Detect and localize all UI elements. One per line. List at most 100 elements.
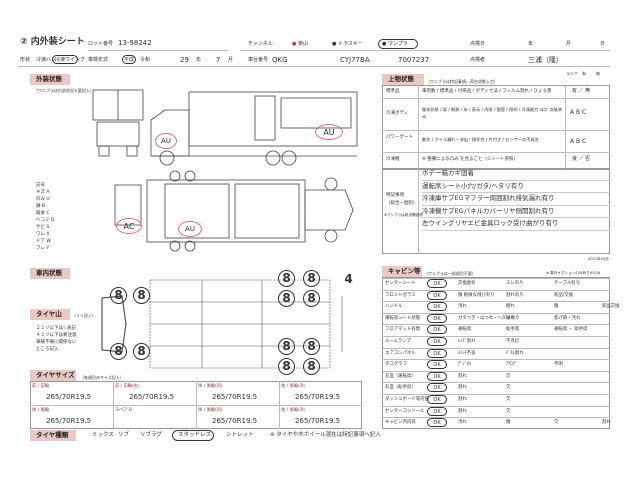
upper-row-rank[interactable]: A B C bbox=[570, 138, 587, 145]
tire-type-rib-lug[interactable]: リブラグ bbox=[140, 432, 163, 438]
cabin-row-option[interactable]: 交換歴有 bbox=[458, 281, 476, 286]
cabin-row-option[interactable]: 助手席 bbox=[506, 327, 520, 333]
cabin-row-option[interactable]: 不明 bbox=[554, 362, 563, 368]
cabin-row-option[interactable]: 不点灯 bbox=[506, 339, 520, 344]
cabin-row-option[interactable]: 割れ bbox=[458, 408, 467, 414]
cabin-row-ok[interactable]: OK bbox=[427, 279, 447, 288]
cabin-row-ok[interactable]: OK bbox=[427, 383, 447, 393]
cabin-row-option[interactable]: スレ有り bbox=[506, 281, 524, 286]
cabin-row-option[interactable]: 欠 bbox=[506, 408, 511, 414]
cabin-row-option[interactable]: 運転席 ・ 助手席 bbox=[554, 327, 588, 333]
cabin-row-option[interactable]: 欠 bbox=[506, 373, 511, 379]
tire-depth-rear-right-inner[interactable]: 8 bbox=[278, 338, 295, 355]
cabin-row-option[interactable]: 割れ bbox=[458, 385, 467, 391]
tire-depth-spare[interactable]: 4 bbox=[344, 272, 353, 286]
cabin-row-option[interactable]: ﾚﾝｽﾞ割れ bbox=[458, 339, 476, 344]
cabin-row-option[interactable]: 欠 bbox=[506, 397, 511, 402]
no-header: 無 bbox=[596, 71, 600, 76]
cabin-row-option[interactable]: ｱﾅﾛｸﾞ bbox=[506, 362, 517, 368]
cabin-row-option[interactable]: 汚れ bbox=[458, 420, 467, 426]
cabin-row-option[interactable]: テーブル有り bbox=[554, 281, 581, 286]
cabin-row-ok[interactable]: OK bbox=[427, 348, 447, 358]
month-unit: 月 bbox=[228, 57, 234, 63]
tire-type-other[interactable]: シトレット bbox=[226, 432, 254, 438]
year-unit: 年 bbox=[196, 57, 202, 63]
tire-size-note: （各項目のサイズ記入） bbox=[80, 375, 124, 380]
cabin-row-option[interactable]: 運転席 bbox=[458, 327, 472, 333]
cabin-row-divider bbox=[382, 382, 610, 384]
truck-diagram bbox=[92, 89, 358, 252]
cabin-row-divider bbox=[382, 405, 610, 407]
cabin-row-option[interactable]: 割れ bbox=[602, 420, 611, 426]
tire-slot-size[interactable]: 265/70R19.5 bbox=[212, 417, 258, 425]
tire-depth-rear-left-outer[interactable]: 8 bbox=[278, 270, 295, 287]
tire-depth-front-left[interactable]: 8 bbox=[110, 287, 127, 304]
cabin-row-ok[interactable]: OK bbox=[427, 360, 447, 370]
channel-rakuzan[interactable]: ● 楽山 bbox=[292, 41, 308, 47]
cabin-row-option[interactable]: 汚れ bbox=[458, 304, 467, 310]
cabin-row-option[interactable]: ｽｲｯﾁ不良 bbox=[458, 350, 476, 356]
channel-wanpura[interactable]: ● ワンプラ bbox=[382, 41, 408, 47]
tire-slot-size[interactable]: 265/70R19.5 bbox=[212, 393, 258, 401]
upper-row-text: 動作 / オイル漏れ・滲出 / 操作性 / 片付き / センサーの不具合 bbox=[422, 137, 539, 142]
channel-trasky[interactable]: ● トラスキー bbox=[332, 41, 363, 47]
cabin-row-option[interactable]: 新品/交換 bbox=[554, 292, 574, 298]
cabin-row-option[interactable]: ガタつき・ほつれ・ヘタリ有り bbox=[458, 315, 520, 321]
cabin-row-ok[interactable]: OK bbox=[427, 418, 447, 428]
tire-slot-size[interactable]: 265/70R19.5 bbox=[295, 393, 341, 401]
cabin-row-divider bbox=[382, 394, 610, 395]
cabin-row-option[interactable]: 焦げ跡・汚れ bbox=[554, 315, 581, 321]
cabin-row-ok[interactable]: OK bbox=[427, 302, 447, 312]
cabin-row-ok[interactable]: OK bbox=[427, 290, 447, 300]
date-year: 年 bbox=[528, 41, 534, 47]
tire-depth-rear-right-inner-2[interactable]: 8 bbox=[303, 338, 320, 355]
tire-depth-front-left-2[interactable]: 8 bbox=[133, 287, 150, 304]
upper-row-rank[interactable]: A B C bbox=[570, 109, 587, 116]
tire-depth-front-right-2[interactable]: 8 bbox=[133, 343, 150, 360]
upper-row-rank[interactable]: 良 ／ 否 bbox=[572, 156, 591, 162]
special-notes-list: ボデー箱カギ固着 運転席シート小穴/ガタ/ヘタリ有り 冷凍庫サブEGマフラー周囲… bbox=[422, 168, 610, 231]
cabin-row-option[interactable]: ﾃﾞｼﾞﾀﾙ bbox=[458, 362, 472, 368]
cabin-row-option[interactable]: 割れ bbox=[458, 397, 467, 402]
cabin-row-label: タコグラフ bbox=[385, 362, 407, 368]
cabin-row-ok[interactable]: OK bbox=[427, 371, 447, 381]
cabin-row-option[interactable]: 傷 軽微な飛び有り bbox=[458, 292, 495, 298]
tire-depth-rear-left-inner-2[interactable]: 8 bbox=[303, 290, 320, 307]
tire-slot-size[interactable]: 265/70R19.5 bbox=[46, 417, 92, 425]
exterior-note: （ワンプラは内部状況も要記入） bbox=[34, 88, 94, 93]
date-month: 月 bbox=[566, 41, 572, 47]
cabin-row-option[interactable]: 破れ bbox=[506, 315, 515, 321]
cabin-row-ok[interactable]: OK bbox=[427, 337, 447, 346]
tire-depth-rear-right-outer-2[interactable]: 8 bbox=[303, 358, 320, 375]
cabin-row-ok[interactable]: OK bbox=[427, 406, 447, 416]
cabin-row-option[interactable]: 欠 bbox=[506, 385, 511, 391]
cabin-row-ok[interactable]: OK bbox=[427, 395, 447, 404]
cabin-row-divider bbox=[382, 312, 610, 314]
era-heisei[interactable]: 平成 bbox=[124, 57, 135, 63]
tire-slot-size[interactable]: 265/70R19.5 bbox=[46, 393, 92, 401]
tire-type-rib[interactable]: リブ bbox=[118, 432, 130, 438]
upper-row-rank[interactable]: 有 ／ 無 bbox=[572, 88, 591, 94]
cabin-row-option[interactable]: 傷 bbox=[554, 304, 559, 310]
cabin-row-option[interactable]: ﾊﾟﾈﾙ割れ bbox=[506, 350, 524, 356]
cabin-row-ok[interactable]: OK bbox=[427, 313, 447, 323]
cabin-row-option[interactable]: 割れ bbox=[458, 373, 467, 379]
cabin-row-option[interactable]: 傷 bbox=[506, 420, 511, 426]
chassis-label: 車台番号 bbox=[248, 57, 269, 63]
era-reiwa[interactable]: 令和 bbox=[140, 57, 151, 63]
tire-depth-rear-left-outer-2[interactable]: 8 bbox=[303, 270, 320, 287]
tire-type-studless[interactable]: スタッドレス bbox=[178, 432, 212, 438]
cabin-row-ok[interactable]: OK bbox=[427, 325, 447, 335]
tire-type-mix[interactable]: ミックス bbox=[92, 432, 114, 438]
tire-slot-size[interactable]: 265/70R19.5 bbox=[129, 393, 175, 401]
tire-slot-size[interactable]: 265/70R19.5 bbox=[295, 417, 341, 425]
cabin-row-option[interactable]: 擦れ bbox=[506, 304, 515, 310]
tire-depth-rear-right-outer[interactable]: 8 bbox=[278, 358, 295, 375]
tire-depth-front-right[interactable]: 8 bbox=[110, 343, 127, 360]
cabin-row-option[interactable]: 新品交換 bbox=[602, 304, 620, 310]
cabin-row-label: エアコンパネル bbox=[385, 350, 416, 356]
tire-slot-label: 後 / 後輪(外) bbox=[281, 384, 306, 389]
cabin-row-option[interactable]: 割れ有り bbox=[506, 292, 524, 298]
tire-depth-rear-left-inner[interactable]: 8 bbox=[278, 290, 295, 307]
cabin-row-option[interactable]: 欠 bbox=[554, 420, 559, 426]
